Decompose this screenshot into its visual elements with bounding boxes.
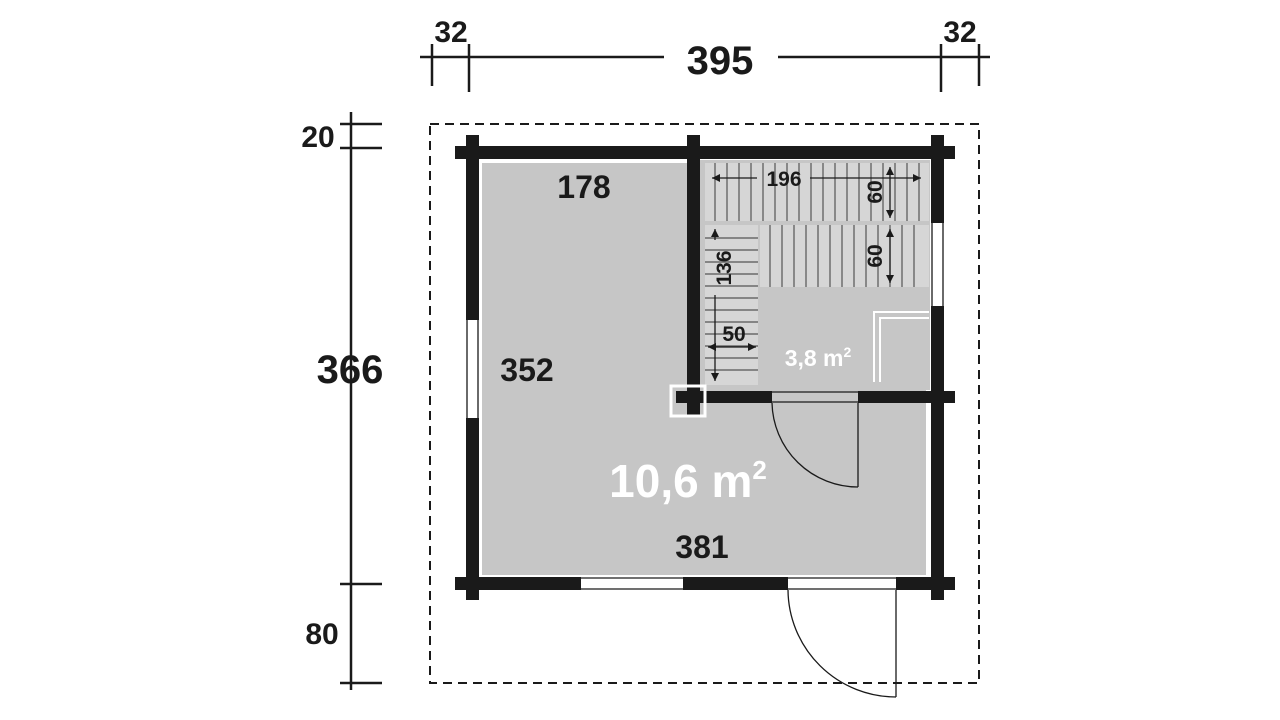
main-room-area: 10,6 m2 bbox=[609, 455, 767, 507]
sauna-middle-bench bbox=[760, 225, 929, 287]
partition-notch bbox=[669, 384, 707, 418]
dim-bench-upper-length: 196 bbox=[766, 168, 801, 191]
walls bbox=[455, 135, 955, 600]
sauna-door bbox=[771, 391, 859, 488]
dimension-line-top bbox=[420, 44, 990, 92]
main-room-width-bottom: 381 bbox=[675, 529, 728, 565]
entrance-door bbox=[787, 577, 897, 698]
dim-left-total: 366 bbox=[317, 348, 384, 392]
window-left bbox=[466, 320, 479, 418]
sauna-stove bbox=[873, 311, 929, 382]
sauna-area: 3,8 m2 bbox=[785, 344, 852, 371]
dim-bench-lower-depth-line bbox=[886, 229, 894, 283]
dim-bench-lower-depth: 60 bbox=[864, 244, 887, 267]
dim-top-right: 32 bbox=[943, 16, 976, 49]
window-bottom bbox=[581, 577, 683, 590]
dim-side-bench-length: 136 bbox=[713, 250, 736, 285]
sauna-upper-bench bbox=[705, 163, 929, 221]
dim-bench-upper-depth: 60 bbox=[864, 180, 887, 203]
main-room-width-top: 178 bbox=[557, 169, 610, 205]
dim-bench-upper-depth-line bbox=[886, 167, 894, 218]
dim-top-left: 32 bbox=[434, 16, 467, 49]
footprint-outline bbox=[429, 123, 980, 684]
main-room-height: 352 bbox=[500, 352, 553, 388]
dim-side-bench-depth: 50 bbox=[722, 323, 745, 346]
dim-top-total: 395 bbox=[687, 39, 754, 83]
dim-left-top: 20 bbox=[301, 121, 334, 154]
sauna-side-bench bbox=[705, 225, 758, 385]
dim-left-bottom: 80 bbox=[305, 618, 338, 651]
dimension-line-left bbox=[340, 112, 382, 690]
dim-bench-upper-length-line bbox=[712, 174, 921, 182]
dim-side-bench-length-line bbox=[711, 229, 719, 381]
dim-side-bench-depth-line bbox=[708, 343, 756, 351]
window-right bbox=[931, 223, 944, 306]
